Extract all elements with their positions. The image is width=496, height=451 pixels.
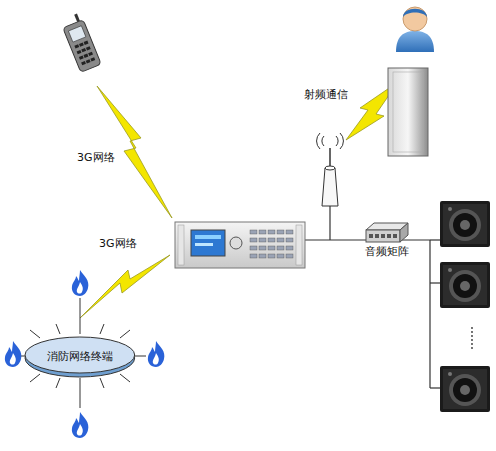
audio-wire xyxy=(305,206,440,388)
link-label: 3G网络 xyxy=(98,236,138,251)
loudspeaker xyxy=(440,201,490,247)
fire-icon xyxy=(5,341,22,367)
antenna xyxy=(317,133,344,206)
continuation-dots xyxy=(471,327,473,349)
wireless-bolt xyxy=(80,255,170,318)
mobile-phone xyxy=(60,12,101,72)
user-icon xyxy=(396,7,434,52)
terminal-ellipse: 消防网络终端 xyxy=(24,334,136,378)
broadcast-host xyxy=(175,222,305,268)
fire-icon xyxy=(148,341,165,367)
link-label: 射频通信 xyxy=(303,87,349,102)
node-label: 消防网络终端 xyxy=(47,349,113,364)
loudspeaker xyxy=(440,366,490,412)
column-speaker xyxy=(388,68,428,156)
sensor-ray xyxy=(15,298,146,408)
fire-icon xyxy=(72,412,89,438)
fire-icon xyxy=(72,270,89,296)
audio-matrix: 音频矩阵 xyxy=(362,220,412,259)
loudspeaker xyxy=(440,262,490,308)
device-label: 音频矩阵 xyxy=(362,244,412,259)
link-label: 3G网络 xyxy=(76,150,116,165)
switch-icon xyxy=(364,220,410,244)
